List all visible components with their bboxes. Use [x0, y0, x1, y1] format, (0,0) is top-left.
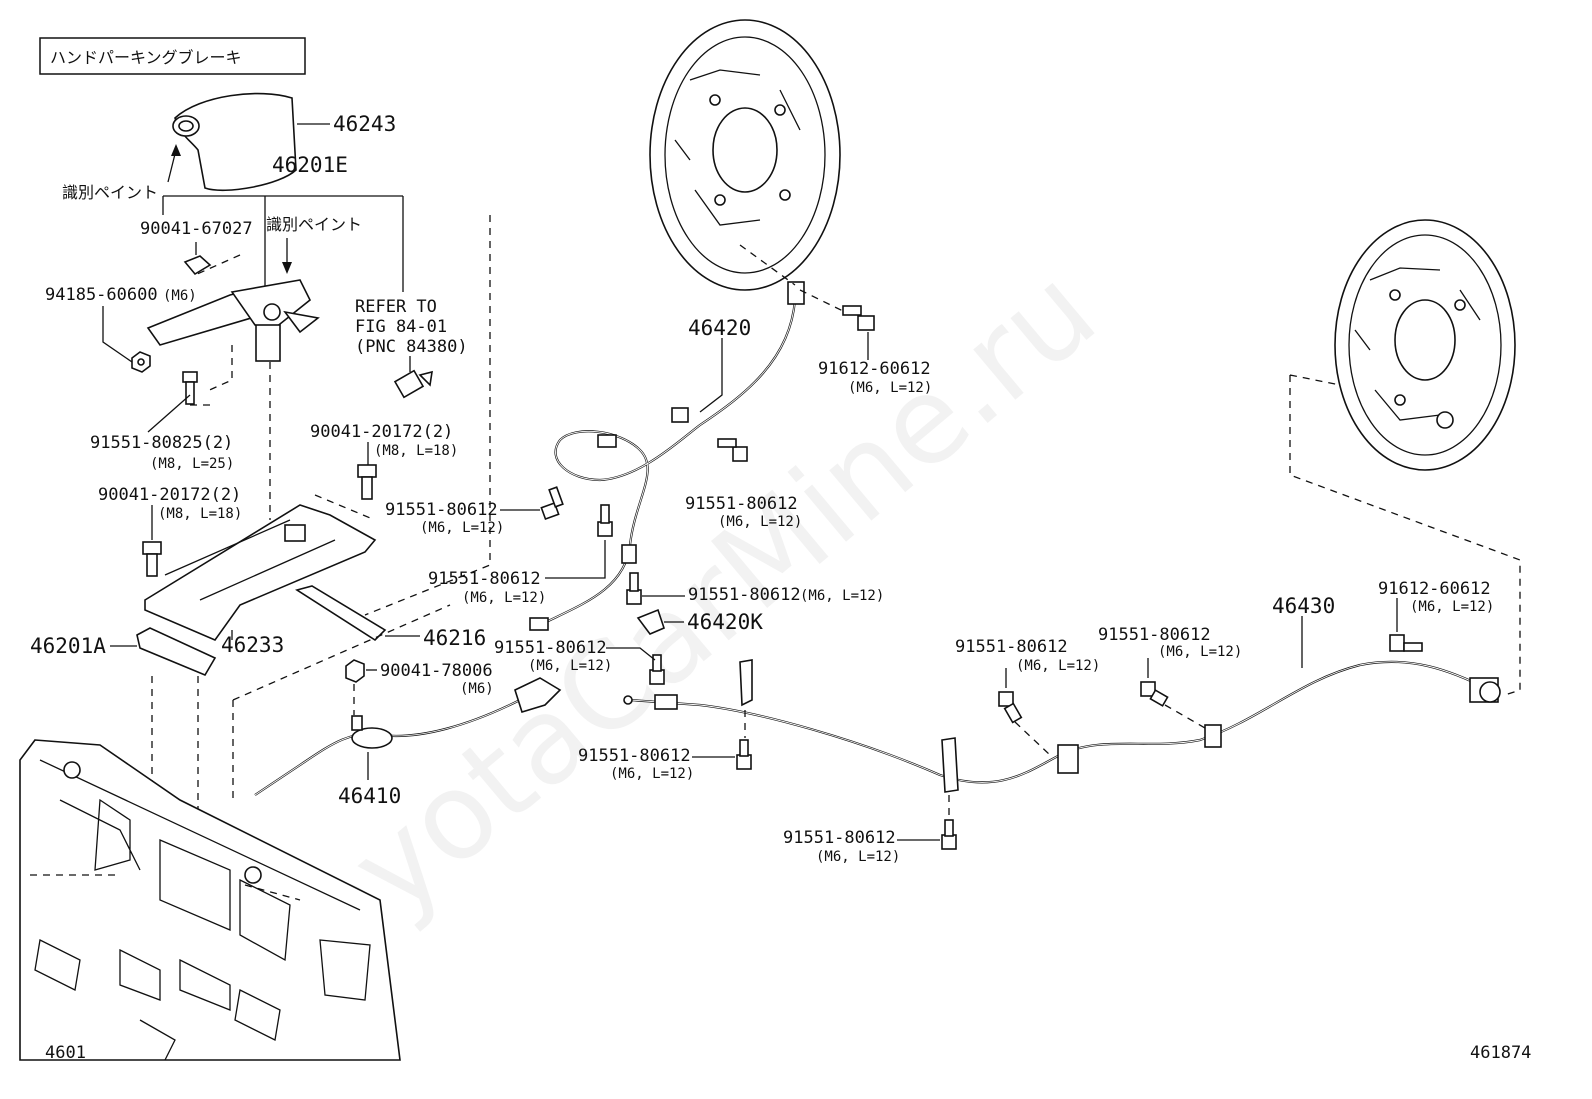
- plate-46201A-part[interactable]: [136, 627, 217, 677]
- label-b3[interactable]: 91551-80612: [688, 585, 801, 605]
- label-91612-a[interactable]: 91612-60612: [818, 359, 931, 379]
- label-91612-b[interactable]: 91612-60612: [1378, 579, 1491, 599]
- plate-46216-part[interactable]: [295, 585, 387, 642]
- cable-46410-part[interactable]: [254, 677, 562, 796]
- label-46201A[interactable]: 46201A: [30, 634, 106, 658]
- label-b6[interactable]: 91551-80612: [955, 637, 1068, 657]
- label-b4-spec: (M6, L=12): [528, 658, 612, 674]
- diagram-title: ハンドパーキングブレーキ: [50, 48, 242, 67]
- nut-78006-part[interactable]: [345, 659, 365, 683]
- label-b2-spec: (M6, L=12): [462, 590, 546, 606]
- label-46430[interactable]: 46430: [1272, 594, 1335, 618]
- label-b7[interactable]: 91551-80612: [1098, 625, 1211, 645]
- label-b1-spec: (M6, L=12): [420, 520, 504, 536]
- label-46420K[interactable]: 46420K: [687, 610, 763, 634]
- label-b5-spec: (M6, L=12): [718, 514, 802, 530]
- label-b1[interactable]: 91551-80612: [385, 500, 498, 520]
- page-code-right: 461874: [1470, 1043, 1531, 1063]
- bracket-46233-part[interactable]: [144, 504, 377, 641]
- label-46410[interactable]: 46410: [338, 784, 401, 808]
- bolt-b4-part[interactable]: [649, 654, 665, 685]
- backing-plate-right-part[interactable]: [1334, 219, 1516, 471]
- bolt-91612-a-part[interactable]: [842, 305, 875, 331]
- label-90041-78006-spec: (M6): [460, 681, 494, 697]
- clip-part[interactable]: [183, 255, 212, 276]
- bolt-b3-part[interactable]: [626, 572, 642, 605]
- label-46201E[interactable]: 46201E: [272, 153, 348, 177]
- paint-note-right: 識別ペイント: [266, 215, 362, 234]
- bolt-20172-b-part[interactable]: [142, 541, 162, 577]
- title-box: [39, 37, 306, 75]
- page-code-left: 4601: [45, 1043, 86, 1063]
- bolt-20172-a-part[interactable]: [357, 464, 377, 500]
- label-b8[interactable]: 91551-80612: [578, 746, 691, 766]
- switch-part[interactable]: [393, 369, 433, 399]
- label-46216[interactable]: 46216: [423, 626, 486, 650]
- bolt-b8-part[interactable]: [736, 739, 752, 770]
- label-46420[interactable]: 46420: [688, 316, 751, 340]
- bolt-80825-part[interactable]: [182, 371, 198, 405]
- bolt-91612-b-part[interactable]: [1389, 634, 1423, 652]
- label-91551-80825[interactable]: 91551-80825(2): [90, 433, 233, 453]
- label-91612-a-spec: (M6, L=12): [848, 380, 932, 396]
- clip-46420K-part[interactable]: [636, 608, 665, 635]
- label-b3-spec: (M6, L=12): [800, 588, 884, 604]
- label-94185-60600[interactable]: 94185-60600: [45, 285, 158, 305]
- label-94185-spec: (M6): [163, 288, 197, 304]
- label-90041-20172-b-spec: (M8, L=18): [158, 506, 242, 522]
- label-91551-80825-spec: (M8, L=25): [150, 456, 234, 472]
- label-b6-spec: (M6, L=12): [1016, 658, 1100, 674]
- nut-part[interactable]: [131, 351, 151, 373]
- floor-panel-part[interactable]: [19, 739, 401, 1061]
- bolt-b9-part[interactable]: [941, 819, 957, 850]
- refer-line3[interactable]: (PNC 84380): [355, 337, 468, 357]
- label-90041-20172-a[interactable]: 90041-20172(2): [310, 422, 453, 442]
- cable-46420-part[interactable]: [529, 281, 805, 631]
- label-46233[interactable]: 46233: [221, 633, 284, 657]
- label-b9-spec: (M6, L=12): [816, 849, 900, 865]
- label-b4[interactable]: 91551-80612: [494, 638, 607, 658]
- refer-line1[interactable]: REFER TO: [355, 297, 437, 317]
- bolt-b6-part[interactable]: [998, 691, 1023, 724]
- label-b9[interactable]: 91551-80612: [783, 828, 896, 848]
- bolt-b5-part[interactable]: [717, 438, 748, 462]
- lever-grip-part[interactable]: [172, 92, 297, 192]
- bolt-b2-part[interactable]: [597, 504, 613, 537]
- refer-line2[interactable]: FIG 84-01: [355, 317, 447, 337]
- paint-note-left: 識別ペイント: [62, 183, 158, 202]
- label-90041-20172-a-spec: (M8, L=18): [374, 443, 458, 459]
- backing-plate-left-part[interactable]: [649, 19, 841, 291]
- label-90041-67027[interactable]: 90041-67027: [140, 219, 253, 239]
- lever-assembly-part[interactable]: [146, 279, 320, 362]
- bolt-b1-part[interactable]: [540, 486, 564, 521]
- label-46243[interactable]: 46243: [333, 112, 396, 136]
- label-90041-20172-b[interactable]: 90041-20172(2): [98, 485, 241, 505]
- label-b8-spec: (M6, L=12): [610, 766, 694, 782]
- label-b5[interactable]: 91551-80612: [685, 494, 798, 514]
- label-b7-spec: (M6, L=12): [1158, 644, 1242, 660]
- label-91612-b-spec: (M6, L=12): [1410, 599, 1494, 615]
- label-b2[interactable]: 91551-80612: [428, 569, 541, 589]
- cable-46430-part[interactable]: [623, 659, 1501, 793]
- bolt-b7-part[interactable]: [1140, 681, 1169, 707]
- label-90041-78006[interactable]: 90041-78006: [380, 661, 493, 681]
